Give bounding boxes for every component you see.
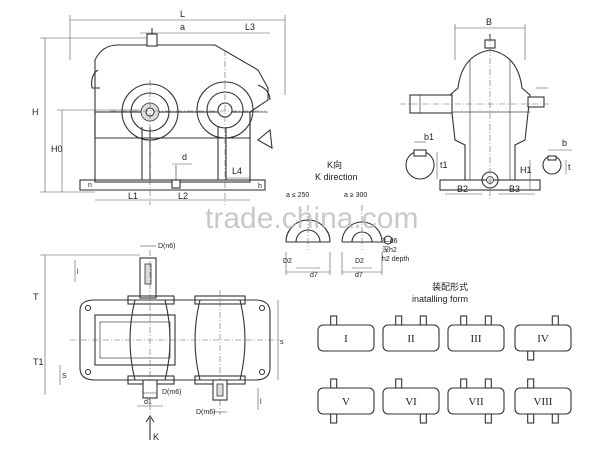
install-form-shaft-top bbox=[395, 378, 403, 389]
k-title-en: K direction bbox=[315, 172, 358, 182]
k-right-cond: a ≥ 300 bbox=[344, 192, 367, 199]
plan-dim-S: S bbox=[62, 373, 67, 380]
install-form-shaft-bottom bbox=[551, 413, 559, 424]
k-left-cond: a ≤ 250 bbox=[286, 192, 309, 199]
install-title-en: inatalling form bbox=[412, 294, 468, 304]
k-hole-note-2: 深h2 bbox=[382, 245, 397, 254]
side-view: B B2 B3 b1 t1 b bbox=[400, 17, 572, 200]
install-form-shaft-bottom bbox=[484, 413, 492, 424]
install-form-label: VI bbox=[405, 396, 417, 408]
install-form-box bbox=[317, 387, 375, 415]
watermark-text: trade.china.com bbox=[205, 202, 418, 235]
front-view: L a L3 H H0 bbox=[32, 9, 286, 205]
install-form-2: II bbox=[382, 315, 440, 352]
dim-t1: t1 bbox=[440, 160, 448, 170]
dim-n: n bbox=[88, 182, 92, 189]
install-form-shaft-top bbox=[551, 315, 559, 326]
install-form-label: V bbox=[342, 396, 350, 408]
plan-dim-T1: T1 bbox=[33, 357, 44, 367]
dim-a: a bbox=[180, 22, 185, 32]
install-form-box bbox=[382, 324, 440, 352]
install-form-shaft-top bbox=[419, 315, 427, 326]
install-form-shaft-bottom bbox=[330, 413, 338, 424]
dim-h: h bbox=[258, 183, 262, 190]
install-form-shaft-top bbox=[330, 378, 338, 389]
install-form-1: I bbox=[317, 315, 375, 352]
install-form-3: III bbox=[447, 315, 505, 352]
install-form-label: VII bbox=[468, 396, 484, 408]
k-dim-D2-right: D2 bbox=[355, 258, 364, 265]
install-form-shaft-top bbox=[527, 378, 535, 389]
install-form-shaft-bottom bbox=[419, 413, 427, 424]
install-form-box bbox=[317, 324, 375, 352]
install-form-box bbox=[514, 324, 572, 352]
plan-dim-Dm6-right: D(m6) bbox=[196, 409, 215, 416]
install-form-shaft-bottom bbox=[527, 413, 535, 424]
plan-dim-d1: d1 bbox=[144, 399, 152, 406]
plan-dim-Dm6-bottom: D(m6) bbox=[162, 389, 181, 396]
dim-B: B bbox=[486, 17, 492, 27]
dim-L: L bbox=[180, 9, 185, 19]
dim-H: H bbox=[32, 107, 39, 117]
k-hole-note-1: 3–d6 bbox=[382, 238, 398, 245]
dim-b: b bbox=[562, 138, 567, 148]
install-form-shaft-top bbox=[330, 315, 338, 326]
install-form-box bbox=[447, 324, 505, 352]
k-title-cn: K向 bbox=[327, 159, 342, 170]
install-form-8: VIII bbox=[514, 378, 572, 424]
install-form-shaft-top bbox=[460, 315, 468, 326]
k-dim-d7-right: d7 bbox=[355, 272, 363, 279]
install-form-label: III bbox=[471, 333, 482, 345]
install-form-label: I bbox=[344, 333, 348, 345]
install-form-box bbox=[447, 387, 505, 415]
install-form-6: VI bbox=[382, 378, 440, 424]
dim-b1: b1 bbox=[424, 132, 434, 142]
install-form-label: VIII bbox=[534, 396, 553, 408]
plan-dim-l-top: l bbox=[77, 269, 79, 276]
k-dim-D2-left: D2 bbox=[283, 258, 292, 265]
install-form-shaft-top bbox=[484, 315, 492, 326]
k-direction-view: K向 K direction a ≤ 250 a ≥ 300 3–d6 深h2 … bbox=[283, 159, 409, 279]
dim-L2: L2 bbox=[178, 191, 188, 201]
plan-dim-T: T bbox=[33, 292, 39, 302]
install-form-7: VII bbox=[447, 378, 505, 424]
plan-dim-K: K bbox=[153, 432, 159, 442]
plan-dim-s: s bbox=[280, 339, 284, 346]
k-hole-note-3: h2 depth bbox=[382, 256, 409, 263]
dim-d: d bbox=[182, 152, 187, 162]
k-dim-d7-left: d7 bbox=[310, 272, 318, 279]
install-form-label: II bbox=[407, 333, 415, 345]
install-title-cn: 装配形式 bbox=[432, 281, 468, 292]
dim-t: t bbox=[568, 162, 571, 172]
install-form-shaft-top bbox=[484, 378, 492, 389]
plan-view: D(n6) l T T1 S s l bbox=[33, 243, 284, 442]
dim-L4: L4 bbox=[232, 166, 242, 176]
install-form-box bbox=[514, 387, 572, 415]
dim-L3: L3 bbox=[245, 22, 255, 32]
dim-B3: B3 bbox=[509, 184, 520, 194]
install-form-shaft-top bbox=[460, 378, 468, 389]
install-form-4: IV bbox=[514, 315, 572, 361]
plan-dim-Dn6: D(n6) bbox=[158, 243, 176, 250]
install-form-label: IV bbox=[537, 333, 549, 345]
install-form-5: V bbox=[317, 378, 375, 424]
install-form-shaft-top bbox=[395, 315, 403, 326]
plan-dim-l-right: l bbox=[260, 399, 262, 406]
dim-H1: H1 bbox=[520, 165, 532, 175]
dim-L1: L1 bbox=[128, 191, 138, 201]
dim-B2: B2 bbox=[457, 184, 468, 194]
install-form-box bbox=[382, 387, 440, 415]
dim-H0: H0 bbox=[51, 144, 63, 154]
install-form-shaft-bottom bbox=[527, 350, 535, 361]
